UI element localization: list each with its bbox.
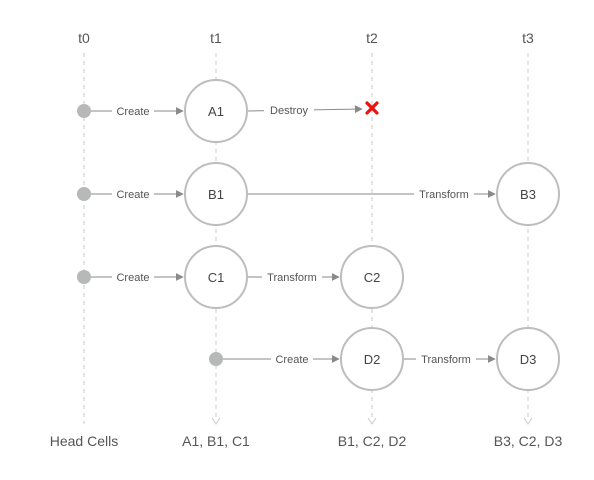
time-label-t0: t0 (78, 30, 90, 46)
head-dot-d (209, 352, 223, 366)
edge-a-destroy-label: Destroy (270, 105, 308, 117)
edge-c-transform-label: Transform (267, 272, 317, 284)
cell-b3 (496, 162, 560, 226)
cell-a1 (184, 79, 248, 143)
edge-c-create-label: Create (116, 272, 149, 284)
cell-d3 (496, 327, 560, 391)
edge-a-create-label: Create (116, 106, 149, 118)
edge-b-transform-label: Transform (419, 189, 469, 201)
cell-c1 (184, 245, 248, 309)
head-dot-b (77, 187, 91, 201)
time-label-t2: t2 (366, 30, 378, 46)
edge-b-create-label: Create (116, 189, 149, 201)
cell-d2-label: D2 (364, 352, 381, 367)
time-label-t3: t3 (522, 30, 534, 46)
head-dot-c (77, 270, 91, 284)
red-x-icon (365, 101, 379, 115)
bottom-label-t2: B1, C2, D2 (338, 433, 407, 449)
cell-b1-label: B1 (208, 187, 224, 202)
cell-c2-label: C2 (364, 270, 381, 285)
timeline-t1-arrow-icon (211, 417, 221, 425)
edge-d-create-label: Create (275, 354, 308, 366)
bottom-label-t1: A1, B1, C1 (182, 433, 250, 449)
timeline-t2-arrow-icon (367, 417, 377, 425)
cell-a1-label: A1 (208, 104, 224, 119)
cell-c1-label: C1 (208, 270, 225, 285)
bottom-label-t3: B3, C2, D3 (494, 433, 563, 449)
timeline-t3-arrow-icon (523, 417, 533, 425)
bottom-label-head-cells: Head Cells (50, 433, 118, 449)
edge-d-transform-label: Transform (421, 354, 471, 366)
time-label-t1: t1 (210, 30, 222, 46)
cell-c2 (340, 245, 404, 309)
cell-d3-label: D3 (520, 352, 537, 367)
cell-d2 (340, 327, 404, 391)
cell-b1 (184, 162, 248, 226)
head-dot-a (77, 104, 91, 118)
cell-b3-label: B3 (520, 187, 536, 202)
